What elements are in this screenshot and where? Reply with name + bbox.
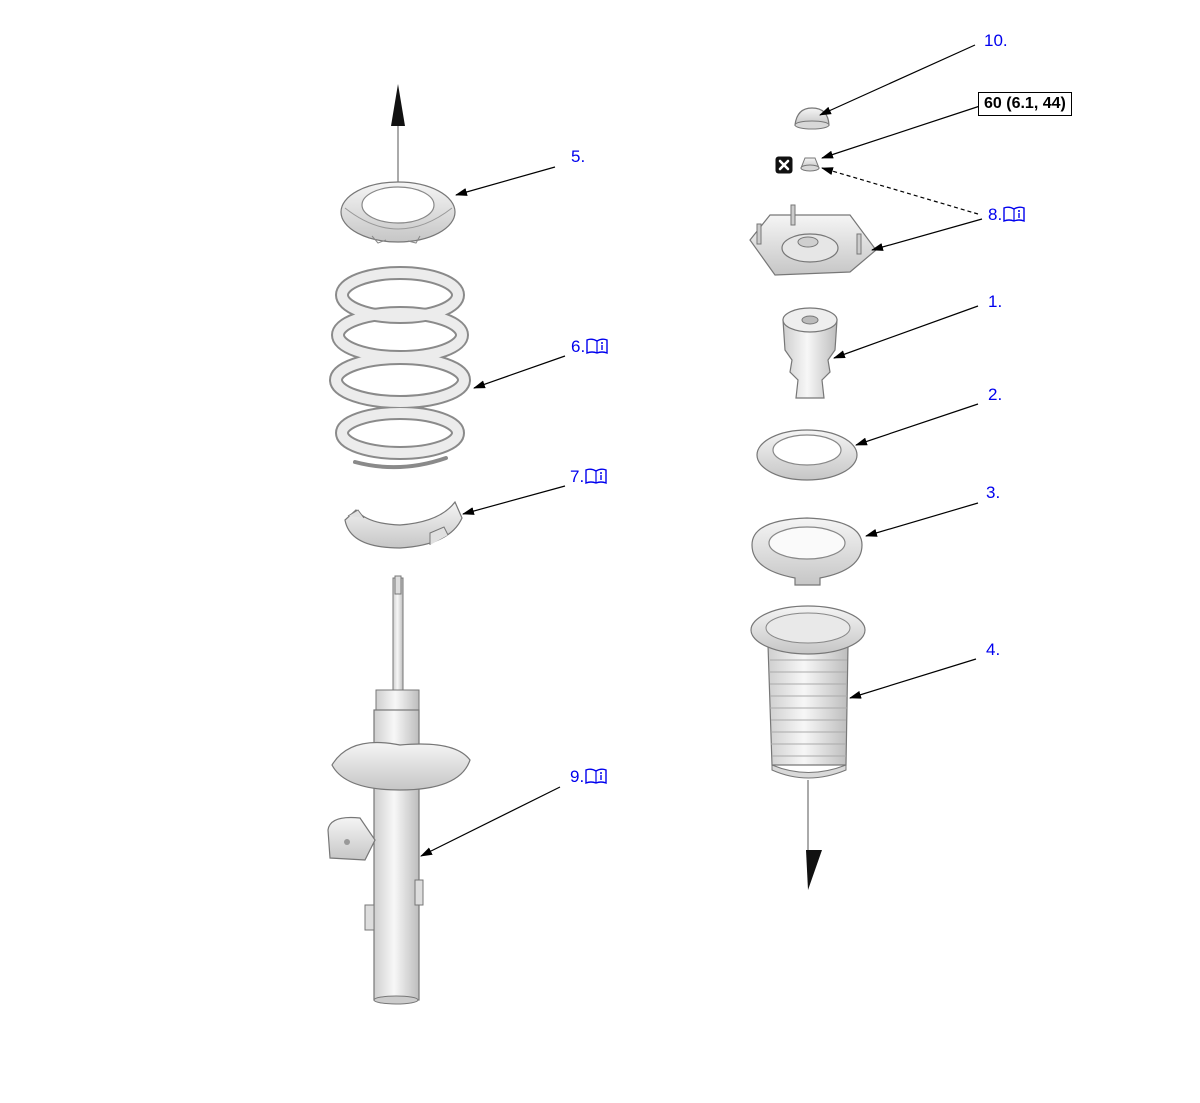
callout-9-label: 9. <box>570 767 585 786</box>
upper-strut-mount <box>749 204 877 276</box>
strut-assembly <box>327 575 471 1005</box>
book-info-icon[interactable] <box>586 338 608 354</box>
callout-8-label: 8. <box>988 205 1003 224</box>
callout-3-label: 3. <box>986 483 1001 502</box>
callout-5[interactable]: 5. <box>571 147 585 167</box>
callout-6-label: 6. <box>571 337 586 356</box>
callout-2[interactable]: 2. <box>988 385 1002 405</box>
strut-nut <box>800 157 820 172</box>
callout-5-label: 5. <box>571 147 586 166</box>
mount-bearing-washer <box>756 429 858 481</box>
jounce-bumper <box>782 307 838 399</box>
callout-4-label: 4. <box>986 640 1001 659</box>
replace-part-icon <box>775 156 793 174</box>
strut-bearing-seat <box>751 517 863 586</box>
lower-spring-isolator <box>344 500 463 549</box>
callout-4[interactable]: 4. <box>986 640 1000 660</box>
upper-spring-seat <box>340 181 456 244</box>
strut-mount-cap <box>794 107 830 130</box>
callout-1[interactable]: 1. <box>988 292 1002 312</box>
callout-6[interactable]: 6. <box>571 337 608 357</box>
strut-dust-boot <box>750 605 866 779</box>
book-info-icon[interactable] <box>585 468 607 484</box>
callout-leader-lines <box>420 44 983 857</box>
callout-2-label: 2. <box>988 385 1003 404</box>
callout-3[interactable]: 3. <box>986 483 1000 503</box>
torque-spec-label: 60 (6.1, 44) <box>978 92 1072 116</box>
callout-7[interactable]: 7. <box>570 467 607 487</box>
book-info-icon[interactable] <box>1003 206 1025 222</box>
callout-1-label: 1. <box>988 292 1003 311</box>
callout-9[interactable]: 9. <box>570 767 607 787</box>
callout-10[interactable]: 10. <box>984 31 1008 51</box>
book-info-icon[interactable] <box>585 768 607 784</box>
coil-spring <box>329 266 471 470</box>
callout-7-label: 7. <box>570 467 585 486</box>
callout-10-label: 10. <box>984 31 1008 50</box>
callout-8[interactable]: 8. <box>988 205 1025 225</box>
downward-direction-arrow <box>806 780 822 890</box>
